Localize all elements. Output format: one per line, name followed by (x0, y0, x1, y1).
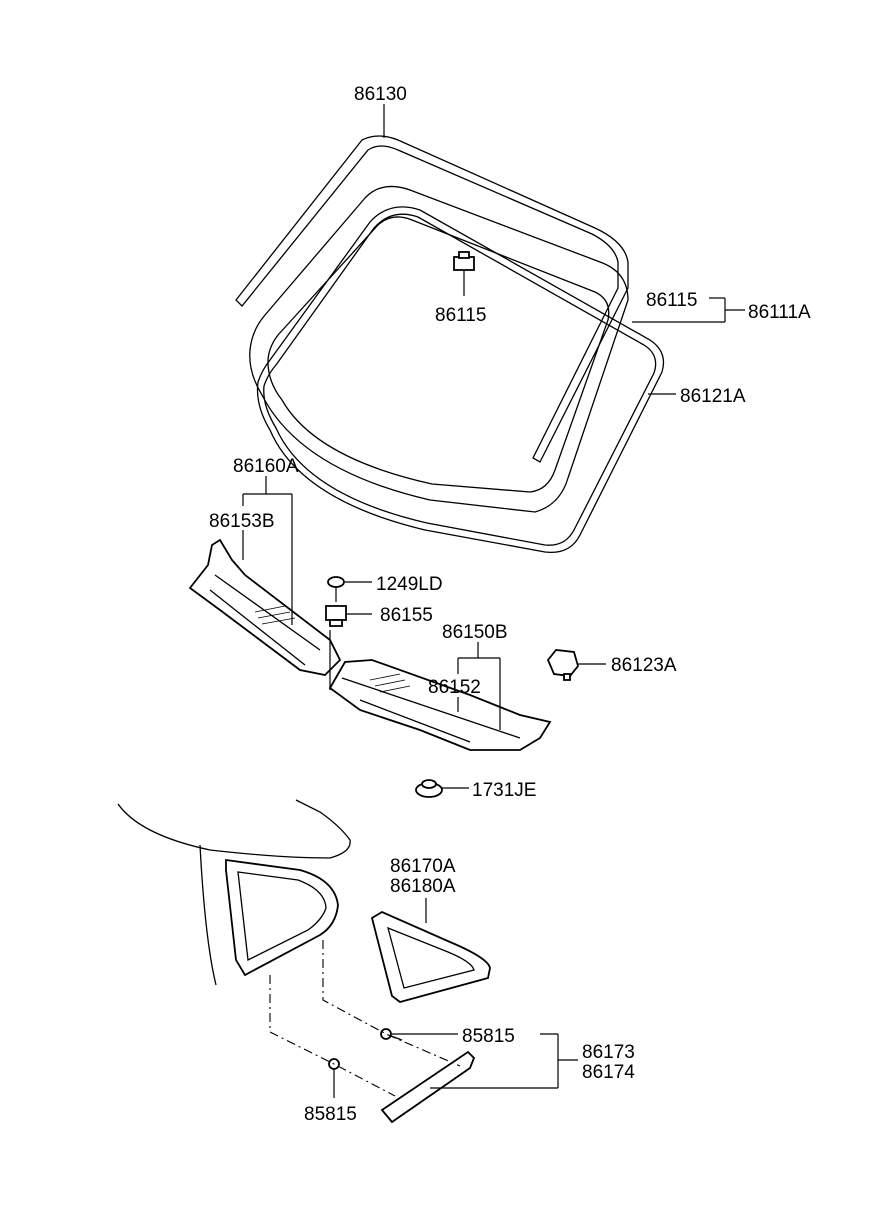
label-86130: 86130 (354, 84, 407, 105)
label-1731JE: 1731JE (472, 780, 536, 801)
quarter-window-group (117, 799, 491, 1124)
cowl-callouts (242, 476, 606, 789)
label-86115-right: 86115 (646, 290, 697, 311)
label-86155: 86155 (380, 605, 433, 626)
windshield-dam-inner (263, 213, 657, 546)
label-86173: 86173 (582, 1042, 635, 1063)
windshield-group (235, 135, 665, 554)
quarter-opening[interactable] (225, 858, 339, 977)
center-clip-icon[interactable] (453, 251, 475, 296)
label-1249LD: 1249LD (376, 574, 443, 595)
label-86170A: 86170A (390, 856, 456, 877)
body-outline (117, 799, 351, 859)
clip-lower-85815-icon[interactable] (328, 1058, 340, 1098)
label-85815-upper: 85815 (462, 1026, 515, 1047)
quarter-callouts (392, 898, 578, 1089)
windshield-dam-86121A[interactable] (256, 206, 665, 554)
quarter-glass-86170A[interactable] (370, 910, 491, 1003)
cowl-group (188, 538, 552, 751)
label-86174: 86174 (582, 1062, 635, 1083)
grommet-1731JE-icon[interactable] (415, 779, 443, 798)
stopper-86123A-icon[interactable] (546, 649, 579, 681)
label-86115-center: 86115 (435, 305, 486, 326)
garnish-86173[interactable] (380, 1050, 476, 1124)
label-86153B: 86153B (209, 511, 275, 532)
label-86150B: 86150B (442, 622, 508, 643)
label-86160A: 86160A (233, 456, 299, 477)
windshield-callouts (383, 104, 745, 395)
screw-1249LD-icon[interactable] (327, 576, 345, 602)
cowl-left-86153B[interactable] (188, 538, 342, 676)
windshield-glass-inner (267, 216, 610, 493)
windshield-glass-outer[interactable] (249, 185, 629, 513)
windshield-molding-86130[interactable] (235, 135, 629, 463)
label-86111A: 86111A (748, 302, 811, 323)
label-85815-lower: 85815 (304, 1104, 357, 1125)
nut-86155-icon[interactable] (325, 605, 347, 627)
cowl-right-86152[interactable] (328, 659, 552, 751)
label-86121A: 86121A (680, 386, 746, 407)
label-86152: 86152 (428, 677, 481, 698)
label-86123A: 86123A (611, 655, 677, 676)
label-86180A: 86180A (390, 876, 456, 897)
